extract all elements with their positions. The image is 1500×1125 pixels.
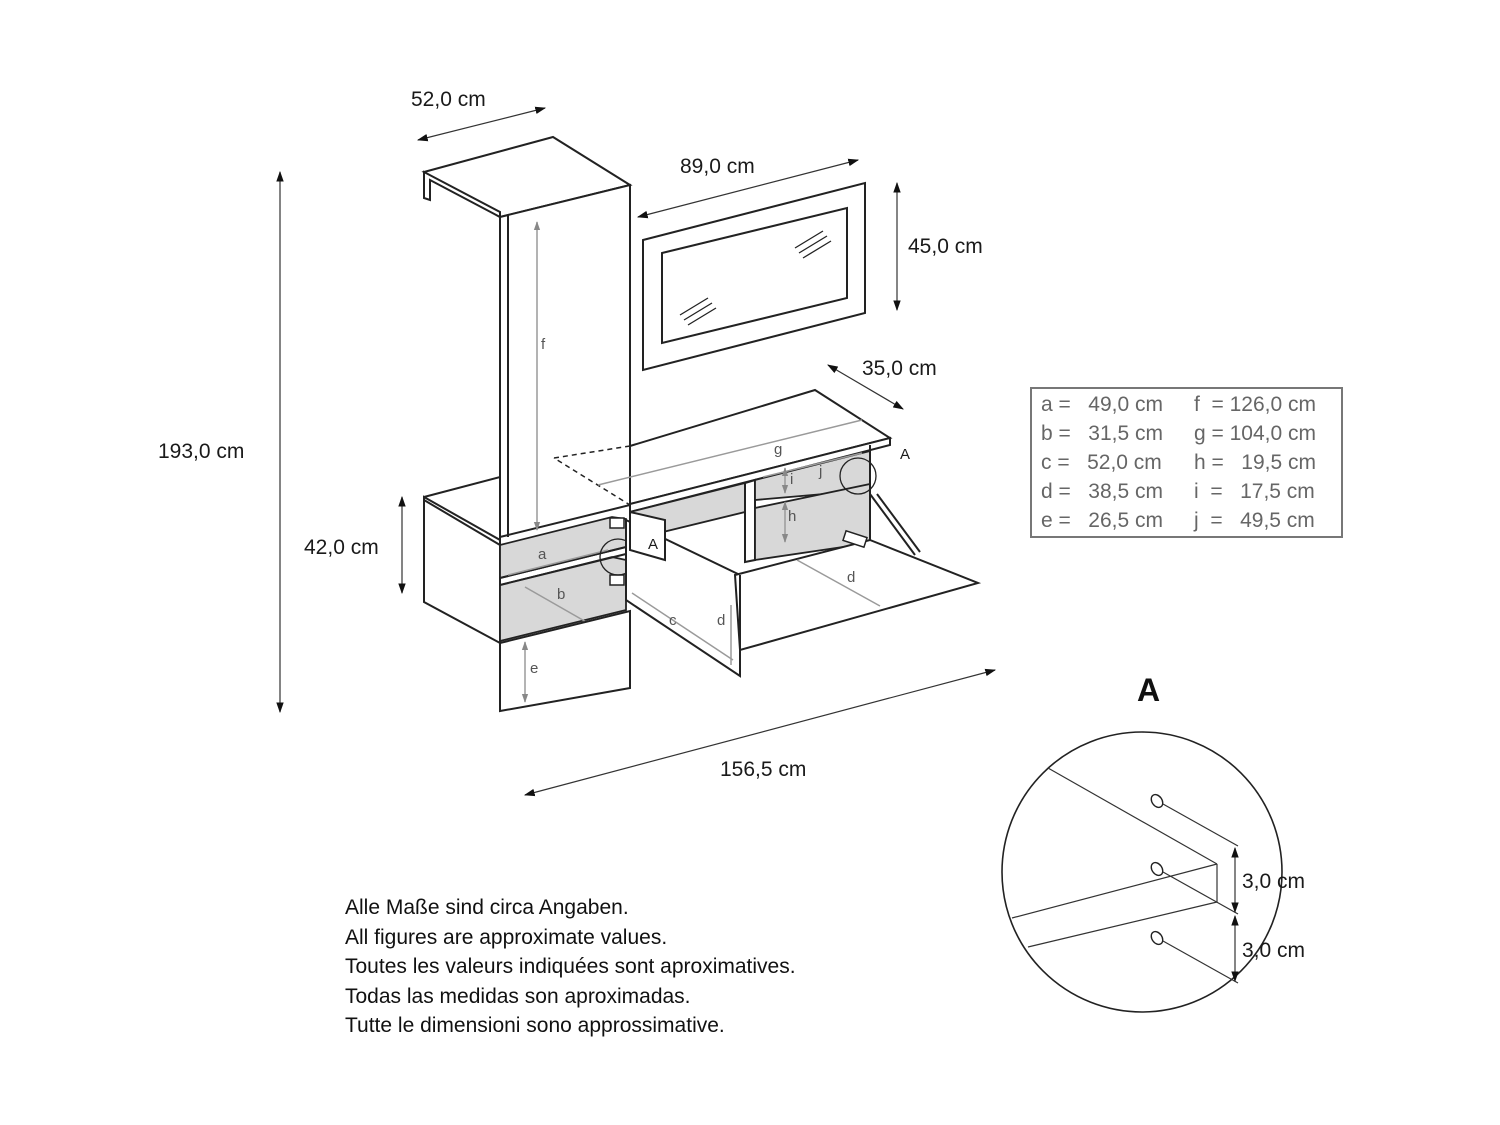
mirror: [642, 181, 866, 372]
dim-g-line: [597, 419, 863, 486]
note-french: Toutes les valeurs indiquées sont aproxi…: [345, 955, 796, 978]
note-spanish: Todas las medidas son aproximadas.: [345, 984, 691, 1008]
legend-row-2-right: g = 104,0 cm: [1194, 422, 1316, 445]
label-c: c: [669, 612, 677, 629]
left-cabinet-edge: [423, 499, 501, 546]
flap-stay-arm: [869, 493, 916, 556]
lowboard-divider: [744, 478, 756, 564]
detail-dim-upper-text: 3,0 cm: [1242, 870, 1305, 893]
legend-row-4-left: d = 38,5 cm: [1041, 480, 1163, 503]
legend-row-5-right: j = 49,5 cm: [1193, 509, 1315, 532]
hinge-lower-icon: [609, 574, 625, 586]
callout-circle-right: [839, 457, 877, 495]
label-e: e: [530, 660, 538, 677]
legend-row-2-left: b = 31,5 cm: [1041, 422, 1163, 445]
hinge-upper-icon: [609, 517, 625, 529]
note-english: All figures are approximate values.: [345, 925, 668, 949]
label-b: b: [557, 586, 565, 603]
dimension-labels: 52,0 cm 89,0 cm 45,0 cm 35,0 cm 193,0 cm…: [158, 88, 983, 781]
dim-c-line: [631, 592, 734, 661]
left-cabinet-shelf-board-2: [499, 553, 627, 586]
detail-leader-bottom: [1162, 940, 1239, 984]
left-cabinet: [423, 475, 741, 713]
legend-row-3-left: c = 52,0 cm: [1041, 451, 1162, 474]
legend-table: a = 49,0 cm f = 126,0 cm b = 31,5 cm g =…: [1030, 387, 1343, 538]
label-a: a: [538, 546, 547, 563]
label-d-right: d: [847, 569, 855, 586]
dim-mirror-height-text: 45,0 cm: [908, 235, 983, 258]
dim-mirror-width-text: 89,0 cm: [680, 155, 755, 178]
flap-stay-arm-2: [876, 493, 921, 553]
lowboard-flap-door: [733, 538, 982, 652]
dim-total-height-text: 193,0 cm: [158, 440, 244, 463]
dim-d-right-line: [796, 559, 881, 607]
lowboard-hidden-edge: [553, 445, 631, 507]
legend-row-3-right: h = 19,5 cm: [1194, 451, 1316, 474]
flap-hinge-icon: [842, 529, 868, 549]
dimension-lines: [276, 106, 997, 797]
left-cabinet-shelf-board: [499, 546, 627, 579]
lowboard: [553, 388, 982, 676]
dim-line-lowboard-depth: [827, 364, 904, 410]
detail-board-front-edge: [1011, 863, 1218, 919]
lowboard-top-edge: [629, 436, 891, 514]
callout-label-right: A: [900, 446, 910, 463]
detail-dim-lower-text: 3,0 cm: [1242, 939, 1305, 962]
detail-title: A: [1137, 672, 1160, 708]
detail-leader-top: [1162, 803, 1239, 847]
detail-hole-bottom-icon: [1150, 930, 1164, 946]
dim-total-width-text: 156,5 cm: [720, 758, 806, 781]
label-i: i: [790, 471, 793, 488]
mirror-glass: [661, 206, 848, 345]
part-labels: f a b e c d g i j h d A A: [530, 336, 910, 677]
dim-a-line: [507, 549, 609, 576]
legend-row-5-left: e = 26,5 cm: [1041, 509, 1163, 532]
legend-row-4-right: i = 17,5 cm: [1194, 480, 1315, 503]
detail-hole-middle-icon: [1150, 861, 1164, 877]
label-f: f: [541, 336, 546, 353]
label-d-left: d: [717, 612, 725, 629]
disclaimer-notes: Alle Maße sind circa Angaben. All figure…: [345, 893, 796, 1041]
detail-leader-middle: [1162, 871, 1239, 915]
wardrobe-top-front-edge: [423, 170, 501, 219]
detail-a: A 3,0 cm 3,0 cm: [1001, 672, 1305, 1013]
dim-line-total-width: [523, 668, 997, 797]
dim-cabinet-height-text: 42,0 cm: [304, 536, 379, 559]
legend-box: [1030, 387, 1343, 538]
legend-row-1-left: a = 49,0 cm: [1041, 393, 1163, 416]
dim-j-line: [762, 452, 863, 478]
legend-row-1-right: f = 126,0 cm: [1194, 393, 1316, 416]
label-h: h: [788, 508, 796, 525]
wardrobe-side-panel: [499, 183, 631, 539]
callout-label-left: A: [648, 536, 658, 553]
detail-board-bottom-edge: [1027, 901, 1218, 948]
mirror-reflection-icon: [679, 230, 832, 326]
dim-line-mirror-width: [636, 158, 860, 219]
note-italian: Tutte le dimensioni sono approssimative.: [345, 1014, 725, 1037]
note-german: Alle Maße sind circa Angaben.: [345, 896, 629, 919]
dim-depth-top-text: 52,0 cm: [411, 88, 486, 111]
dim-lowboard-depth-text: 35,0 cm: [862, 357, 937, 380]
dim-b-line: [524, 586, 596, 628]
label-g: g: [774, 441, 782, 458]
detail-board-top-edge: [1047, 767, 1218, 865]
detail-hole-top-icon: [1150, 793, 1164, 809]
label-j: j: [818, 463, 822, 480]
dim-line-depth-top: [416, 106, 547, 142]
detail-circle: [1001, 731, 1283, 1013]
wardrobe-unit: [421, 135, 633, 539]
lowboard-front-left: [629, 510, 666, 562]
